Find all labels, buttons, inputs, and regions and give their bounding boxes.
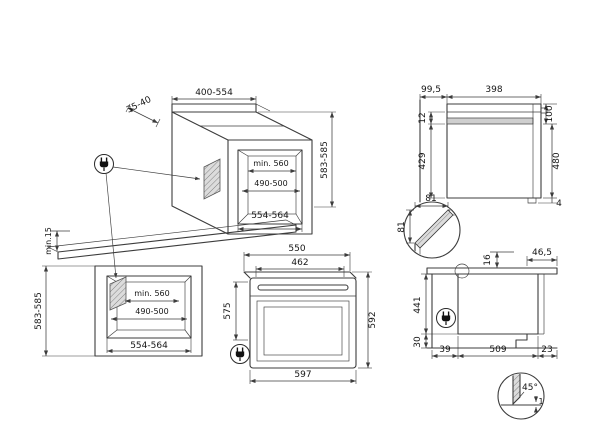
dim-under-cavity-height: 441 — [413, 296, 423, 313]
corner-cut-detail: 81 81 — [397, 194, 461, 259]
dim-plinth-angle: 45° — [522, 383, 538, 393]
dim-under-back-gap: 39 — [439, 345, 451, 355]
under-counter-side-view: 16 46,5 441 30 39 509 23 — [413, 248, 558, 359]
tall-column-cabinet: min. 560 490-500 554-564 583-585 400-554… — [125, 88, 336, 235]
plug-icon — [229, 343, 251, 365]
plug-icon — [435, 307, 457, 329]
base-cabinet: min. 560 490-500 554-564 583-585 min.15 — [34, 219, 297, 357]
oven-front-view: 550 462 575 592 597 — [223, 244, 378, 384]
dim-base-height: 583-585 — [34, 292, 44, 330]
dim-front-inner-width: 462 — [291, 258, 308, 268]
iso-power-plug — [93, 153, 201, 279]
dim-under-plinth-height: 30 — [413, 336, 423, 348]
dim-under-top-gap: 16 — [483, 254, 493, 266]
dim-base-min-gap: min.15 — [44, 227, 53, 255]
dim-under-front-offset: 46,5 — [532, 248, 552, 258]
dim-corner-vertical: 81 — [397, 221, 407, 232]
dim-column-top-width: 400-554 — [195, 88, 233, 98]
dim-base-niche-depth: min. 560 — [134, 289, 169, 298]
plinth-cut-detail: 45° 1 — [497, 372, 545, 420]
dim-front-height: 592 — [368, 311, 378, 328]
dim-column-niche-depth: min. 560 — [253, 159, 288, 168]
detail-circle — [403, 201, 461, 259]
dim-column-height: 583-585 — [320, 141, 330, 179]
dim-side-foot-gap: 4 — [556, 199, 562, 209]
oven-handle — [257, 284, 349, 291]
oven-door — [256, 300, 350, 362]
dim-column-niche-front: 554-564 — [251, 211, 289, 221]
dim-side-back-gap: 99,5 — [421, 85, 441, 95]
dim-front-left: 575 — [223, 302, 233, 319]
dim-side-body-depth: 398 — [485, 85, 502, 95]
dim-corner-horizontal: 81 — [425, 194, 436, 204]
plug-icon — [93, 153, 115, 175]
oven-door-glass — [263, 306, 343, 356]
dim-column-niche-width: 490-500 — [254, 179, 287, 188]
oven-side-view: 99,5 398 100 480 4 12 429 — [418, 85, 562, 209]
dim-side-panel-height: 100 — [545, 105, 555, 122]
dim-under-depth: 509 — [489, 345, 506, 355]
detail-marker-circle — [454, 263, 470, 279]
dim-under-front-gap: 23 — [541, 345, 552, 355]
dim-front-bottom-width: 597 — [294, 370, 311, 380]
detail-circle — [497, 372, 545, 420]
dim-front-top-width: 550 — [288, 244, 305, 254]
column-socket-zone — [203, 158, 221, 200]
dim-base-niche-width: 490-500 — [135, 307, 168, 316]
dim-side-front-height: 480 — [552, 152, 562, 169]
dim-base-niche-front: 554-564 — [130, 341, 168, 351]
dim-side-back-height: 429 — [418, 152, 428, 169]
dim-side-top-inset: 12 — [418, 112, 428, 123]
dim-plinth-floor-gap: 1 — [538, 397, 543, 406]
